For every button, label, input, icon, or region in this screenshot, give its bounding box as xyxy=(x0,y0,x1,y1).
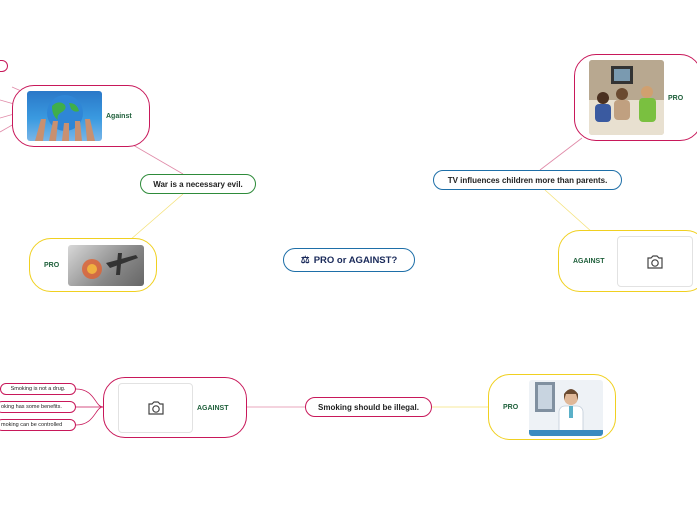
central-topic-label: PRO or AGAINST? xyxy=(313,254,398,266)
camera-icon xyxy=(647,254,663,269)
war-pro-label: PRO xyxy=(44,262,60,269)
topic-war[interactable]: War is a necessary evil. xyxy=(140,174,256,194)
tv-against-label: AGAINST xyxy=(573,258,605,265)
globe-with-hands-photo xyxy=(27,91,102,141)
warplane-explosion-photo xyxy=(68,245,144,286)
topic-war-label: War is a necessary evil. xyxy=(153,179,243,189)
warplane-icon xyxy=(82,253,138,279)
tv-pro-card[interactable]: PRO xyxy=(574,54,697,141)
camera-icon xyxy=(147,401,164,415)
war-against-label: Against xyxy=(106,113,132,120)
globe-icon xyxy=(35,95,95,141)
leaf-smoking-benefits[interactable]: oking has some benefits. xyxy=(0,401,76,413)
war-against-card[interactable]: Against xyxy=(12,85,150,147)
leaf-war-against-truncated[interactable] xyxy=(0,60,8,72)
leaf-smoking-not-drug[interactable]: Smoking is not a drug. xyxy=(0,383,76,395)
topic-tv[interactable]: TV influences children more than parents… xyxy=(433,170,622,190)
smoking-against-label: AGAINST xyxy=(197,405,229,412)
smoking-pro-card[interactable]: PRO xyxy=(488,374,616,440)
topic-smoking-label: Smoking should be illegal. xyxy=(318,402,419,412)
war-pro-card[interactable]: PRO xyxy=(29,238,157,292)
tv-against-image-placeholder[interactable] xyxy=(617,236,693,287)
smoking-against-card[interactable]: AGAINST xyxy=(103,377,247,438)
smoking-against-image-placeholder[interactable] xyxy=(118,383,193,433)
children-watching-tv-photo xyxy=(589,60,664,135)
gavel-icon: ⚖ xyxy=(300,254,310,266)
leaf-label: moking can be controlled xyxy=(1,422,63,428)
topic-smoking[interactable]: Smoking should be illegal. xyxy=(305,397,432,417)
leaf-label: oking has some benefits. xyxy=(1,404,62,410)
doctor-xray-photo xyxy=(529,380,603,436)
leaf-label: Smoking is not a drug. xyxy=(10,386,66,392)
doctor-icon xyxy=(529,382,603,436)
tv-pro-label: PRO xyxy=(668,95,684,102)
tv-scene-icon xyxy=(589,60,664,135)
topic-tv-label: TV influences children more than parents… xyxy=(447,175,608,185)
central-topic[interactable]: ⚖ PRO or AGAINST? xyxy=(283,248,415,272)
tv-against-card[interactable]: AGAINST xyxy=(558,230,697,292)
smoking-pro-label: PRO xyxy=(503,404,519,411)
leaf-smoking-controlled[interactable]: moking can be controlled xyxy=(0,419,76,431)
